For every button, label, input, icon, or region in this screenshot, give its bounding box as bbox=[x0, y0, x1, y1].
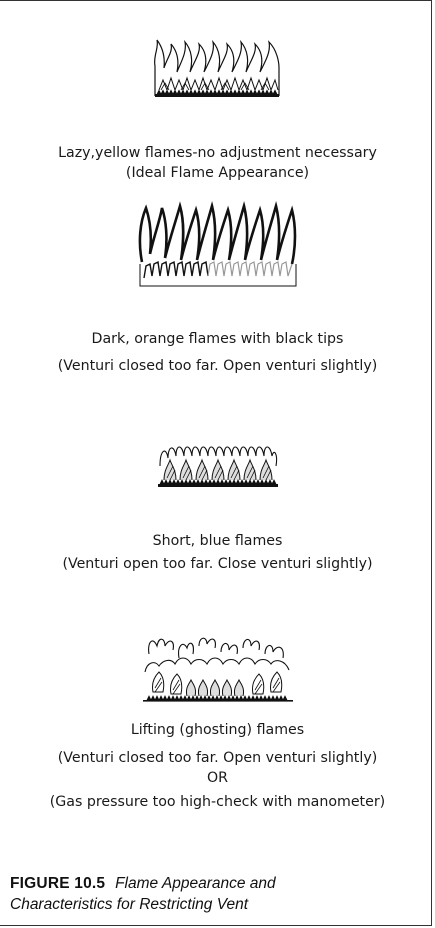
or-separator: OR bbox=[206, 770, 229, 786]
yellow-flame-icon bbox=[153, 39, 280, 97]
blue-flame-note: (Venturi open too far. Close venturi sli… bbox=[62, 556, 373, 572]
figure-caption: FIGURE 10.5 Flame Appearance and Charact… bbox=[10, 873, 420, 915]
blue-flame-icon bbox=[157, 446, 278, 487]
lifting-flame-illustration bbox=[0, 632, 435, 708]
figure-title-line-1: Flame Appearance and bbox=[115, 875, 276, 892]
orange-flame-caption: Dark, orange flames with black tips (Ven… bbox=[0, 329, 435, 376]
yellow-flame-note: (Ideal Flame Appearance) bbox=[125, 165, 310, 181]
lifting-flame-icon bbox=[142, 637, 293, 702]
orange-flame-icon bbox=[138, 200, 296, 287]
blue-flame-illustration bbox=[0, 440, 435, 492]
lifting-flame-note-2: (Gas pressure too high-check with manome… bbox=[49, 794, 386, 810]
orange-flame-note: (Venturi closed too far. Open venturi sl… bbox=[57, 358, 378, 374]
figure-caption-line-1: FIGURE 10.5 Flame Appearance and bbox=[10, 873, 420, 894]
orange-flame-description: Dark, orange flames with black tips bbox=[91, 331, 344, 347]
figure-number: FIGURE 10.5 bbox=[10, 875, 106, 892]
yellow-flame-description: Lazy,yellow flames-no adjustment necessa… bbox=[58, 145, 377, 161]
figure-caption-line-2: Characteristics for Restricting Vent bbox=[10, 894, 420, 915]
yellow-flame-caption: Lazy,yellow flames-no adjustment necessa… bbox=[0, 143, 435, 183]
lifting-flame-description: Lifting (ghosting) flames bbox=[130, 722, 305, 738]
lifting-flame-caption: Lifting (ghosting) flames (Venturi close… bbox=[0, 720, 435, 812]
blue-flame-caption: Short, blue flames (Venturi open too far… bbox=[0, 531, 435, 574]
orange-flame-illustration bbox=[0, 200, 435, 292]
yellow-flame-illustration bbox=[0, 38, 435, 104]
lifting-flame-note-1: (Venturi closed too far. Open venturi sl… bbox=[57, 750, 378, 766]
figure-title-line-2: Characteristics for Restricting Vent bbox=[10, 896, 249, 913]
blue-flame-description: Short, blue flames bbox=[152, 533, 283, 549]
